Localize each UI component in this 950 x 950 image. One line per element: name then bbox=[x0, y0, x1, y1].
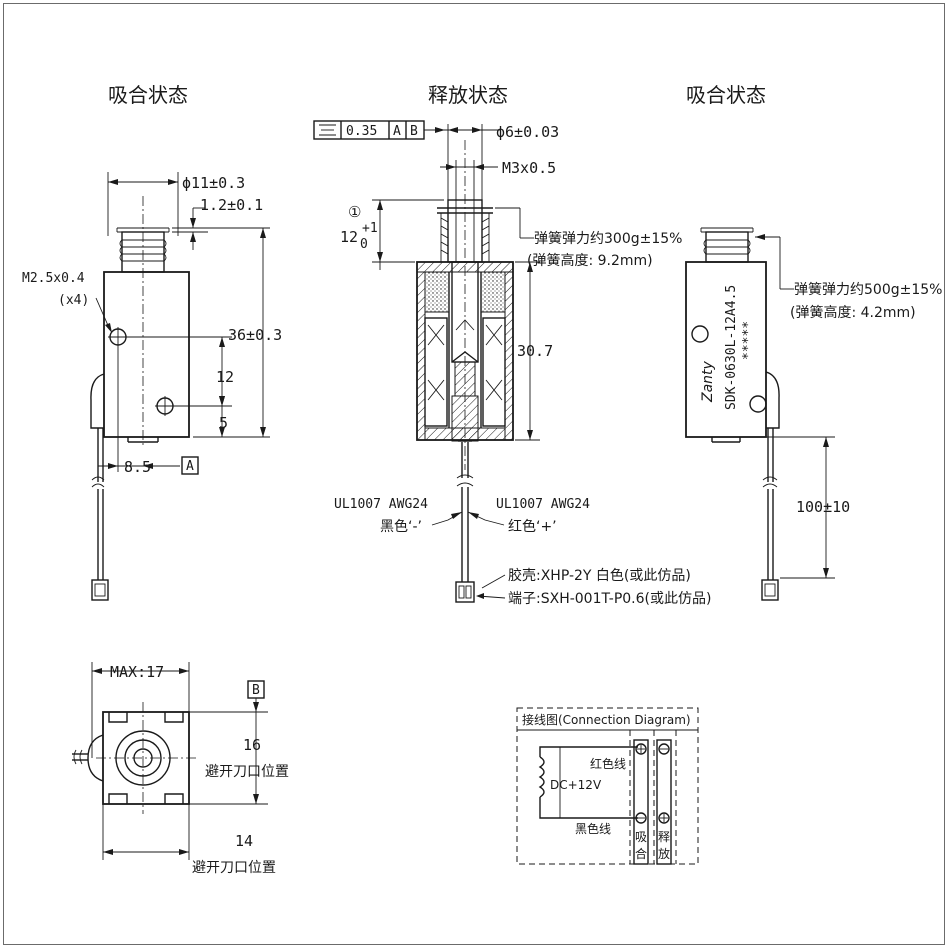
middle-connector bbox=[455, 581, 475, 603]
connection-title: 接线图(Connection Diagram) bbox=[522, 712, 691, 727]
wire-black-color: 黑色‘-’ bbox=[380, 518, 422, 535]
brand-label: Zanty bbox=[700, 360, 716, 403]
left-connector bbox=[91, 579, 109, 601]
tolerance-value: 0.35 bbox=[346, 124, 377, 139]
left-hole-12: 12 bbox=[216, 368, 234, 386]
spring-force-500: 弹簧弹力约500g±15% bbox=[794, 282, 942, 298]
datum-a: A bbox=[186, 459, 194, 474]
wire-black-spec: UL1007 AWG24 bbox=[334, 497, 428, 512]
red-wire-label: 红色线 bbox=[590, 756, 626, 771]
stroke-sub: 0 bbox=[360, 237, 368, 252]
body-height-307: 30.7 bbox=[517, 342, 553, 360]
serial-label: ***** bbox=[741, 321, 756, 360]
model-label: SDK-0630L-12A4.5 bbox=[724, 285, 739, 410]
col1-top: 吸 bbox=[635, 830, 647, 844]
lead-length: 100±10 bbox=[796, 498, 850, 516]
circle-note-1: ① bbox=[348, 203, 361, 221]
note-14: 避开刀口位置 bbox=[192, 860, 276, 876]
title-left: 吸合状态 bbox=[108, 83, 188, 107]
wire-red-spec: UL1007 AWG24 bbox=[496, 497, 590, 512]
left-screw-size: M2.5x0.4 bbox=[22, 271, 85, 286]
tolerance-ref-a: A bbox=[393, 124, 401, 139]
left-hole-5: 5 bbox=[219, 414, 228, 432]
connection-frame bbox=[516, 707, 699, 865]
wire-red-color: 红色‘+’ bbox=[508, 518, 557, 535]
spring-force-300: 弹簧弹力约300g±15% bbox=[534, 231, 682, 247]
sheet-border bbox=[3, 3, 945, 945]
note-16: 避开刀口位置 bbox=[205, 764, 289, 780]
connector-terminal: 端子:SXH-001T-P0.6(或此仿品) bbox=[508, 591, 711, 607]
plunger-diameter: ϕ6±0.03 bbox=[496, 123, 559, 141]
left-body-height: 36±0.3 bbox=[228, 326, 282, 344]
datum-a-box bbox=[181, 456, 199, 475]
bottom-view: MAX:17 B 16 避开刀口位置 14 避开刀口位置 bbox=[72, 662, 289, 876]
col2-top: 释 bbox=[658, 830, 670, 844]
connector-housing: 胶壳:XHP-2Y 白色(或此仿品) bbox=[508, 567, 691, 584]
col2-bottom: 放 bbox=[658, 846, 670, 861]
dim-16: 16 bbox=[243, 736, 261, 754]
stroke-main: 12 bbox=[340, 228, 358, 246]
voltage-label: DC+12V bbox=[550, 778, 602, 792]
spring-height-92: (弹簧高度: 9.2mm) bbox=[527, 252, 653, 269]
title-right: 吸合状态 bbox=[686, 83, 766, 107]
dim-14: 14 bbox=[235, 832, 253, 850]
left-hole-offset: 8.5 bbox=[124, 458, 151, 476]
middle-view: 0.35 A B ϕ6±0.03 M3x0.5 bbox=[313, 120, 711, 607]
datum-b: B bbox=[252, 683, 260, 698]
left-d-cap: ϕ11±0.3 bbox=[182, 174, 245, 192]
spring-height-42: (弹簧高度: 4.2mm) bbox=[790, 304, 916, 321]
title-middle: 释放状态 bbox=[428, 83, 508, 107]
max-width: MAX:17 bbox=[110, 663, 164, 681]
left-view: ϕ11±0.3 1.2±0.1 36±0.3 12 5 8. bbox=[22, 172, 282, 601]
left-cap-height: 1.2±0.1 bbox=[200, 196, 263, 214]
left-screw-count: (x4) bbox=[58, 293, 89, 308]
plunger-thread: M3x0.5 bbox=[502, 159, 556, 177]
black-wire-label: 黑色线 bbox=[575, 822, 611, 836]
connection-diagram: 接线图(Connection Diagram) DC+12V 红色线 黑色线 吸… bbox=[516, 707, 699, 865]
stroke-sup: +1 bbox=[362, 221, 378, 236]
left-body bbox=[103, 271, 190, 438]
tolerance-ref-b: B bbox=[410, 124, 418, 139]
right-view: Zanty SDK-0630L-12A4.5 ***** 弹簧弹力约500g±1… bbox=[685, 227, 942, 601]
col1-bottom: 合 bbox=[635, 846, 647, 861]
